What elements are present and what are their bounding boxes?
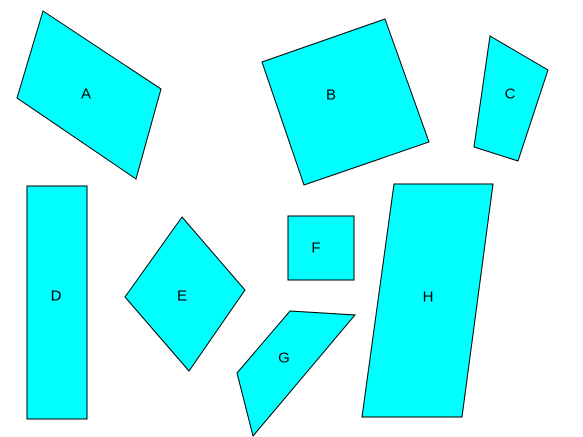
shape-f-group: F <box>287 215 355 281</box>
shape-e-label: E <box>177 288 187 305</box>
shape-c-group: C <box>473 35 549 162</box>
shape-e-group: E <box>124 216 246 372</box>
shape-d <box>26 185 88 420</box>
shape-a <box>16 10 162 180</box>
shape-e <box>124 216 246 372</box>
shape-h <box>361 183 494 418</box>
shape-b-label: B <box>326 87 336 104</box>
shape-a-group: A <box>16 10 162 180</box>
shape-h-label: H <box>423 289 434 306</box>
shape-h-group: H <box>361 183 494 418</box>
shape-d-group: D <box>26 185 88 420</box>
shape-b-group: B <box>261 18 430 186</box>
shape-g-group: G <box>236 310 357 437</box>
shape-b <box>261 18 430 186</box>
shape-a-label: A <box>81 86 91 103</box>
shape-f-label: F <box>311 240 320 257</box>
shape-f <box>287 215 355 281</box>
shape-c-label: C <box>505 86 516 103</box>
shape-d-label: D <box>51 288 62 305</box>
shape-g-label: G <box>278 350 290 367</box>
shape-c <box>473 35 549 162</box>
shape-g <box>236 310 357 437</box>
